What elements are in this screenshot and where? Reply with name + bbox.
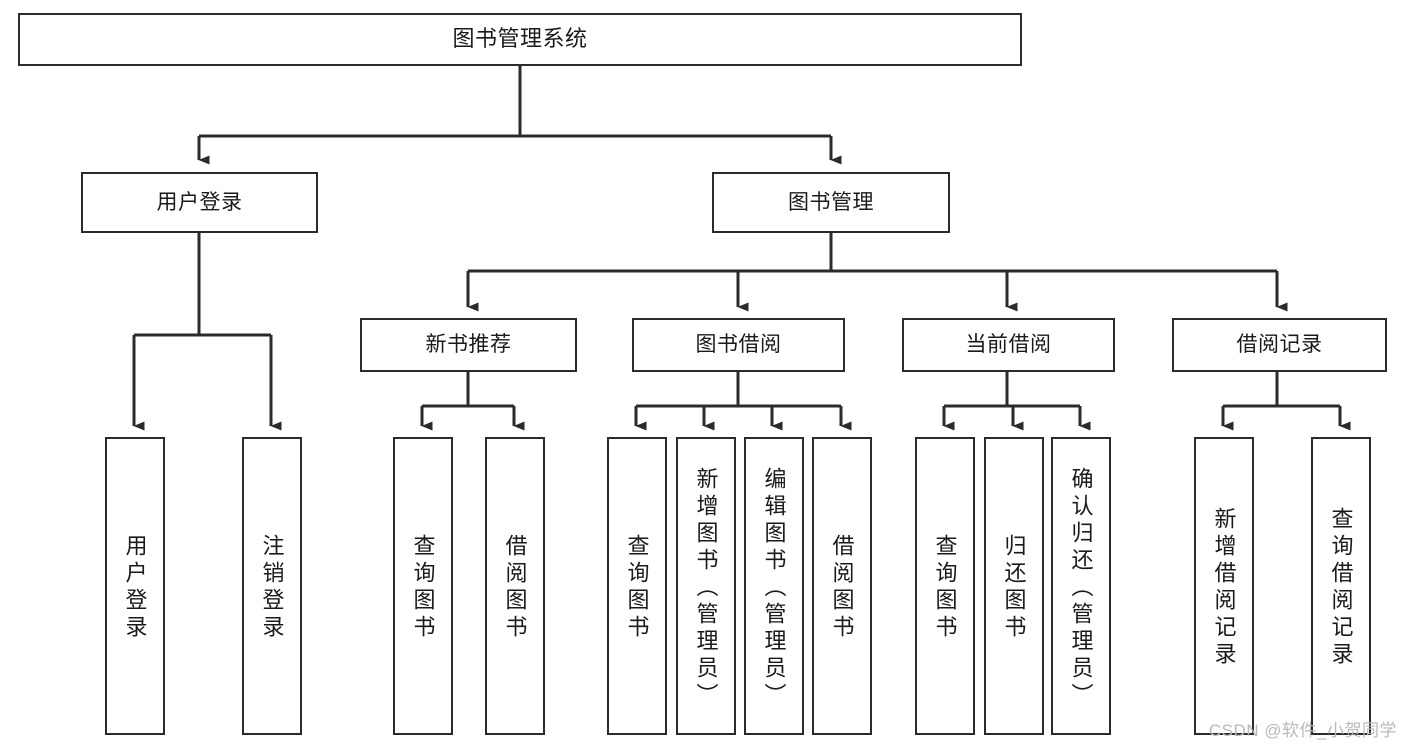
node-label: 当前借阅 — [965, 333, 1052, 357]
node-leaf-return-book[interactable]: 归还图书 — [984, 437, 1044, 735]
node-root-book-management-system[interactable]: 图书管理系统 — [18, 13, 1022, 66]
node-label: 查询图书 — [410, 534, 436, 642]
node-label: 查询借阅记录 — [1328, 507, 1354, 669]
node-leaf-query-book-borrow[interactable]: 查询图书 — [607, 437, 667, 735]
node-leaf-user-login[interactable]: 用户登录 — [105, 437, 165, 735]
node-leaf-edit-book[interactable]: 编辑图书（管理员） — [744, 437, 804, 735]
node-new-book-recommend[interactable]: 新书推荐 — [360, 318, 577, 372]
node-label: 查询图书 — [624, 534, 650, 642]
node-book-borrow[interactable]: 图书借阅 — [632, 318, 845, 372]
node-leaf-add-borrow-record[interactable]: 新增借阅记录 — [1194, 437, 1254, 735]
node-label: 用户登录 — [156, 190, 243, 214]
node-label: 编辑图书（管理员） — [761, 466, 787, 710]
node-label: 查询图书 — [932, 534, 958, 642]
node-label: 借阅图书 — [502, 534, 528, 642]
node-label: 注销登录 — [259, 534, 285, 642]
node-leaf-logout-login[interactable]: 注销登录 — [242, 437, 302, 735]
node-label: 图书管理系统 — [452, 26, 588, 52]
node-leaf-query-book-current[interactable]: 查询图书 — [915, 437, 975, 735]
node-user-login[interactable]: 用户登录 — [81, 172, 318, 233]
node-current-borrow[interactable]: 当前借阅 — [902, 318, 1115, 372]
node-leaf-borrow-book-recommend[interactable]: 借阅图书 — [485, 437, 545, 735]
node-leaf-query-book-recommend[interactable]: 查询图书 — [393, 437, 453, 735]
node-label: 新增图书（管理员） — [693, 466, 719, 710]
watermark-text: CSDN @软件_小贺同学 — [1208, 721, 1397, 740]
node-label: 归还图书 — [1001, 534, 1027, 642]
node-label: 借阅记录 — [1236, 333, 1323, 357]
node-label: 确认归还（管理员） — [1068, 466, 1094, 710]
node-label: 借阅图书 — [829, 534, 855, 642]
node-leaf-add-book[interactable]: 新增图书（管理员） — [676, 437, 736, 735]
node-label: 图书借阅 — [695, 333, 782, 357]
node-leaf-confirm-return[interactable]: 确认归还（管理员） — [1051, 437, 1111, 735]
node-book-manage[interactable]: 图书管理 — [712, 172, 950, 233]
node-label: 用户登录 — [122, 534, 148, 642]
node-label: 新增借阅记录 — [1211, 507, 1237, 669]
node-leaf-borrow-book-borrow[interactable]: 借阅图书 — [812, 437, 872, 735]
node-leaf-query-borrow-record[interactable]: 查询借阅记录 — [1311, 437, 1371, 735]
node-label: 图书管理 — [788, 190, 874, 214]
node-borrow-record[interactable]: 借阅记录 — [1172, 318, 1387, 372]
node-label: 新书推荐 — [425, 333, 512, 357]
